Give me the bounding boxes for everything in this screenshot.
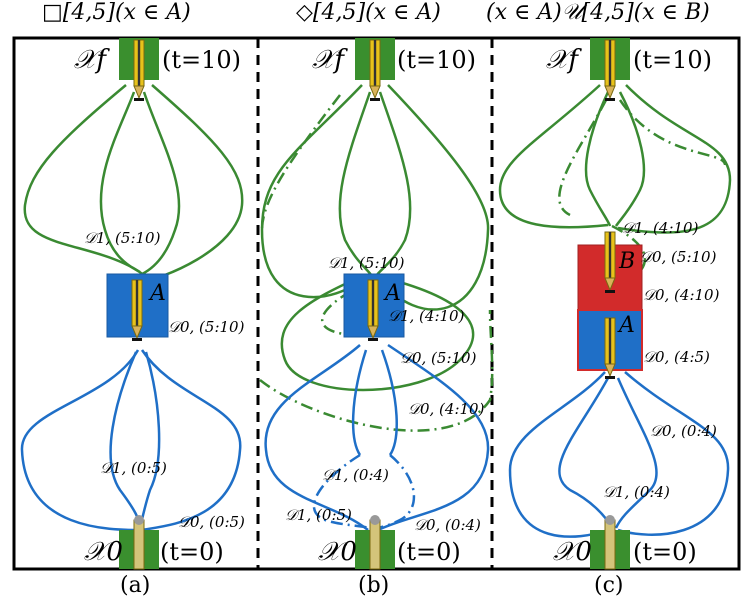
label-c-3: 𝒟0, (4:5) bbox=[643, 348, 710, 366]
label-c-1: 𝒟0, (5:10) bbox=[640, 248, 717, 266]
x0-label-a: 𝒳0 bbox=[84, 537, 123, 567]
panel-a-caption: (a) bbox=[120, 573, 151, 598]
panel-b-header: ◇[4,5](x ∈ A) bbox=[296, 0, 441, 25]
panel-c-header: (x ∈ A)𝒰[4,5](x ∈ B) bbox=[486, 0, 710, 25]
t0-label-a: (t=0) bbox=[160, 538, 224, 566]
label-c-2: 𝒟0, (4:10) bbox=[643, 286, 720, 304]
label-c-5: 𝒟1, (0:4) bbox=[603, 483, 670, 501]
label-b-5: 𝒟1, (0:5) bbox=[285, 506, 352, 524]
t0-label-c: (t=0) bbox=[633, 538, 697, 566]
label-a-1: 𝒟0, (5:10) bbox=[168, 318, 245, 336]
label-b-6: 𝒟0, (0:4) bbox=[414, 516, 481, 534]
set-a-label-b: A bbox=[383, 281, 401, 306]
label-b-4: 𝒟1, (0:4) bbox=[322, 466, 389, 484]
x0-label-c: 𝒳0 bbox=[553, 537, 592, 567]
panel-b-caption: (b) bbox=[358, 573, 390, 598]
label-b-3: 𝒟0, (4:10) bbox=[408, 400, 485, 418]
x0-label-b: 𝒳0 bbox=[318, 537, 357, 567]
panel-c-caption: (c) bbox=[594, 573, 624, 598]
tf-label-c: (t=10) bbox=[633, 46, 712, 74]
label-c-0: 𝒟1, (4:10) bbox=[622, 219, 699, 237]
set-b-label-c: B bbox=[618, 249, 635, 274]
panel-a: 𝒳f (t=10) 𝒳0 (t=0) A 𝒟1, (5:10) 𝒟0, (5:1… bbox=[20, 38, 245, 570]
set-a-label-a: A bbox=[148, 281, 166, 306]
panel-b: 𝒳f (t=10) 𝒳0 (t=0) A 𝒟1, (5:10) 𝒟1, (4:1… bbox=[259, 38, 494, 570]
label-b-0: 𝒟1, (5:10) bbox=[328, 254, 405, 272]
label-a-0: 𝒟1, (5:10) bbox=[84, 229, 161, 247]
tf-label-b: (t=10) bbox=[397, 46, 476, 74]
label-c-4: 𝒟0, (0:4) bbox=[650, 422, 717, 440]
panel-a-header: □[4,5](x ∈ A) bbox=[42, 0, 191, 25]
label-a-3: 𝒟0, (0:5) bbox=[178, 513, 245, 531]
xf-label-c: 𝒳f bbox=[546, 45, 582, 75]
label-a-2: 𝒟1, (0:5) bbox=[100, 459, 167, 477]
label-b-1: 𝒟1, (4:10) bbox=[388, 307, 465, 325]
xf-label-b: 𝒳f bbox=[312, 45, 348, 75]
panel-c: 𝒳f (t=10) 𝒳0 (t=0) B A 𝒟1, (4:10) 𝒟0, (5… bbox=[498, 38, 732, 570]
label-b-2: 𝒟0, (5:10) bbox=[400, 349, 477, 367]
t0-label-b: (t=0) bbox=[397, 538, 461, 566]
tf-label-a: (t=10) bbox=[162, 46, 241, 74]
xf-label-a: 𝒳f bbox=[74, 45, 110, 75]
set-a-label-c: A bbox=[617, 313, 635, 338]
